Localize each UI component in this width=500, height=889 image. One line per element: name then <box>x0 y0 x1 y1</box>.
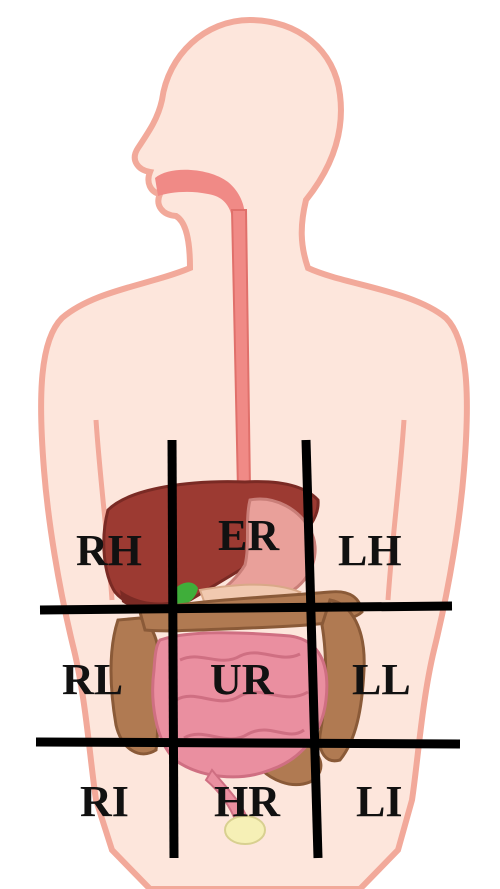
label-ll: LL <box>352 655 411 704</box>
label-hr: HR <box>214 777 281 826</box>
grid-horizontal-lower <box>36 742 460 744</box>
label-ri: RI <box>80 777 129 826</box>
label-er: ER <box>218 511 280 560</box>
label-ur: UR <box>210 655 275 704</box>
label-lh: LH <box>338 526 402 575</box>
region-labels: RH ER LH RL UR LL RI HR LI <box>62 511 411 826</box>
grid-horizontal-upper <box>40 606 452 610</box>
label-rl: RL <box>62 655 123 704</box>
grid-vertical-left <box>172 440 174 858</box>
label-rh: RH <box>76 526 142 575</box>
label-li: LI <box>356 777 402 826</box>
